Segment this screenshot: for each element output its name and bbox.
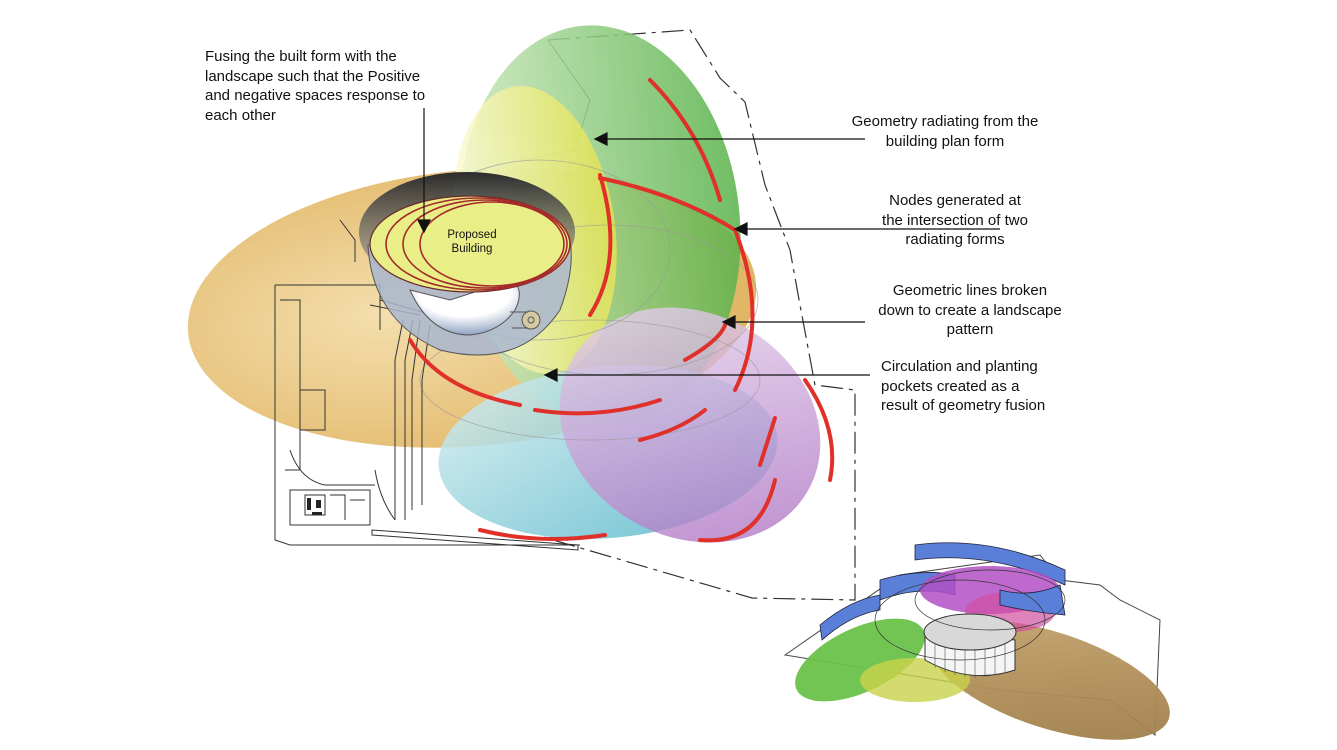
- red-arc-4: [598, 176, 737, 232]
- axo-blue-wall-1: [914, 542, 1066, 586]
- axo-yellow-form: [860, 658, 970, 702]
- red-arc-8: [638, 408, 707, 442]
- site-linework-dark: [307, 498, 322, 515]
- red-arc-12: [803, 378, 835, 482]
- annotation-circulation: Circulation and planting pockets created…: [881, 358, 1046, 414]
- leader-lines: [417, 108, 1000, 382]
- building-courtyard: [409, 279, 520, 336]
- annotation-lines: Geometric lines broken down to create a …: [878, 282, 1062, 338]
- axo-building-roof: [923, 613, 1017, 651]
- red-geometric-lines: [408, 78, 835, 543]
- axo-green-form: [795, 618, 925, 702]
- red-arc-7: [683, 323, 727, 362]
- annotation-nodes: Nodes generated at the intersection of t…: [882, 192, 1028, 248]
- building-rings: [385, 197, 571, 291]
- axo-blue-wall-3: [819, 594, 881, 641]
- red-arc-9: [478, 528, 607, 541]
- annotation-fusing: Fusing the built form with the landscape…: [205, 48, 426, 124]
- building-label: Proposed Building: [447, 229, 497, 255]
- red-arc-5: [408, 338, 522, 407]
- axo-linework: [874, 569, 1066, 661]
- building-node: [521, 310, 541, 330]
- red-arc-11: [758, 416, 777, 467]
- red-arc-3: [588, 173, 613, 317]
- site-boundary: [539, 29, 856, 601]
- red-arc-10: [698, 478, 777, 543]
- red-arc-2: [733, 228, 755, 392]
- red-arc-6: [533, 398, 662, 416]
- axonometric-inset: [783, 542, 1170, 740]
- red-arc-1: [648, 78, 722, 202]
- axo-blue-wall-4: [999, 584, 1066, 616]
- annotation-geometry: Geometry radiating from the building pla…: [851, 113, 1039, 150]
